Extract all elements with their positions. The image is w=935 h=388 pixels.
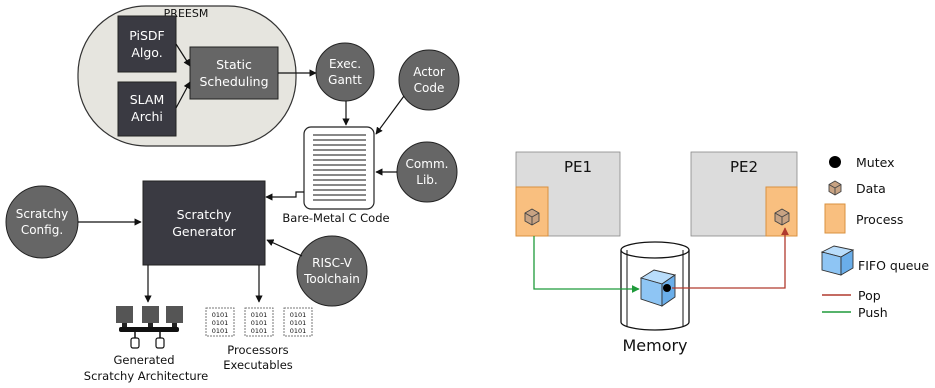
comm-lib-line2: Lib. [416, 173, 437, 187]
pe2-label: PE2 [730, 158, 758, 176]
bare-metal-label: Bare-Metal C Code [282, 211, 389, 225]
legend-pop-label: Pop [858, 288, 881, 303]
exec-gantt-line1: Exec. [329, 57, 361, 71]
legend-mutex-icon [829, 156, 841, 168]
push-arrow [533, 236, 640, 293]
riscv-line2: Toolchain [303, 272, 360, 286]
generated-arch-label-line2: Scratchy Architecture [84, 369, 208, 383]
riscv-line1: RISC-V [312, 256, 353, 270]
comm-lib-line1: Comm. [406, 157, 449, 171]
pe1-label: PE1 [564, 158, 592, 176]
executable-file-3: 0101 0101 0101 [283, 307, 313, 337]
slam-archi-line1: SLAM [130, 92, 165, 107]
pe1-data-icon [524, 208, 540, 226]
legend-fifo-icon [820, 245, 855, 276]
legend-fifo-label: FIFO queue [858, 258, 929, 273]
arrow-pisdf-to-scheduling [175, 43, 191, 67]
exe1-line3: 0101 [212, 327, 229, 335]
legend-mutex-label: Mutex [856, 155, 894, 170]
exe2-line1: 0101 [251, 311, 268, 319]
pisdf-algo-line2: Algo. [131, 45, 162, 60]
comm-lib-node: Comm. Lib. [396, 141, 458, 203]
exe2-line3: 0101 [251, 327, 268, 335]
exe3-line1: 0101 [290, 311, 307, 319]
exe2-line2: 0101 [251, 319, 268, 327]
executable-file-1: 0101 0101 0101 [205, 307, 235, 337]
exec-gantt-node: Exec. Gantt [315, 42, 375, 102]
scratchy-config-line1: Scratchy [16, 207, 69, 221]
legend-data-icon [828, 180, 842, 196]
static-scheduling-box: Static Scheduling [189, 46, 279, 100]
mutex-dot [663, 284, 671, 292]
pe1-box: PE1 [515, 151, 621, 237]
exec-gantt-line2: Gantt [328, 73, 362, 87]
pe2-data-icon [774, 208, 790, 226]
exe3-line2: 0101 [290, 319, 307, 327]
scratchy-config-line2: Config. [21, 223, 63, 237]
exe1-line1: 0101 [212, 311, 229, 319]
static-scheduling-line1: Static [216, 57, 252, 72]
generator-line2: Generator [172, 224, 236, 239]
slam-archi-box: SLAM Archi [117, 81, 177, 137]
executables-label-line1: Processors [227, 343, 288, 357]
preesm-group: PREESM PiSDF Algo. SLAM Archi Static Sch… [77, 5, 297, 147]
generated-architecture-icon [116, 306, 183, 349]
legend-push-label: Push [858, 305, 888, 320]
arrow-actor-to-code [375, 95, 405, 135]
actor-code-line2: Code [414, 81, 445, 95]
generator-line1: Scratchy [177, 207, 232, 222]
legend: Mutex Data Process FIFO queue Pop Push [820, 155, 929, 320]
pe2-box: PE2 [690, 151, 798, 237]
riscv-toolchain-node: RISC-V Toolchain [296, 235, 368, 307]
legend-data-label: Data [856, 181, 886, 196]
pisdf-algo-line1: PiSDF [129, 28, 165, 43]
pisdf-algo-box: PiSDF Algo. [117, 15, 177, 73]
legend-process-label: Process [856, 212, 903, 227]
bare-metal-code-doc: Bare-Metal C Code [282, 126, 390, 225]
scratchy-config-node: Scratchy Config. [5, 185, 79, 259]
generated-arch-label-line1: Generated [113, 353, 174, 367]
memory-label: Memory [622, 336, 687, 355]
pop-arrow [672, 227, 789, 289]
arrow-riscv-to-generator [266, 239, 303, 257]
executables-label-line2: Executables [223, 358, 293, 372]
exe3-line3: 0101 [290, 327, 307, 335]
executable-file-2: 0101 0101 0101 [244, 307, 274, 337]
legend-process-icon [824, 203, 846, 234]
actor-code-line1: Actor [413, 65, 445, 79]
scratchy-generator-box: Scratchy Generator [142, 180, 266, 266]
arrow-slam-to-scheduling [175, 81, 191, 109]
exe1-line2: 0101 [212, 319, 229, 327]
arrow-code-to-generator [265, 191, 304, 201]
slam-archi-line2: Archi [131, 109, 163, 124]
static-scheduling-line2: Scheduling [199, 74, 268, 89]
actor-code-node: Actor Code [398, 49, 460, 111]
fifo-queue-cube [639, 269, 677, 307]
